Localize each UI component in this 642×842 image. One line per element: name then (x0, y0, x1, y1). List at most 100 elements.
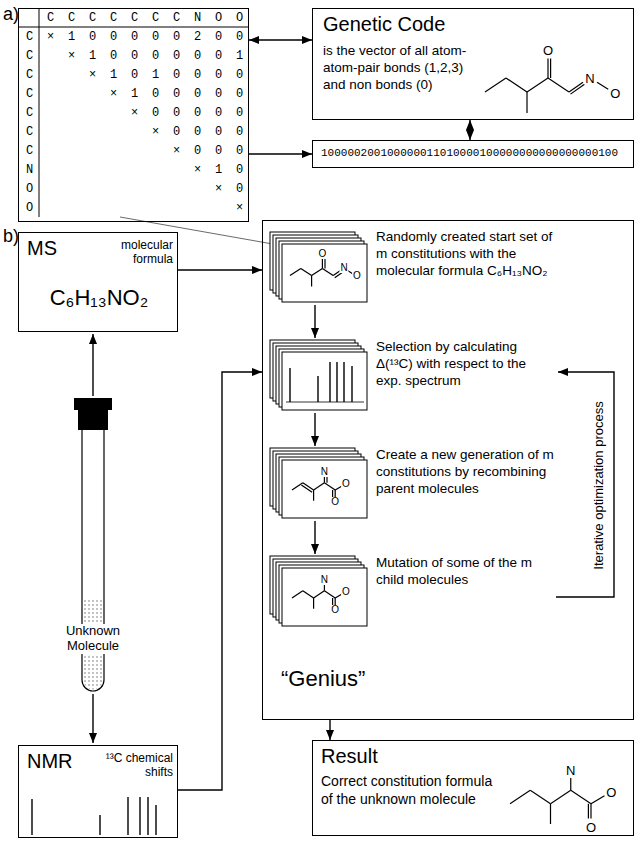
atom-label: N (320, 467, 329, 477)
matrix-cell-text: × (215, 180, 222, 199)
flow-arrow (249, 153, 312, 154)
atom-label: O (352, 271, 362, 281)
spectrum-peak (31, 799, 32, 835)
bond-line (510, 790, 530, 804)
double-bond-line (301, 485, 312, 492)
flow-arrow (469, 120, 470, 140)
matrix-cell-text: × (152, 123, 159, 142)
bond-line (292, 591, 303, 598)
double-bond-line (335, 273, 342, 278)
panel-label: a) (3, 4, 19, 25)
bond-line (324, 584, 325, 590)
constitution-card (282, 568, 367, 626)
box-text: Create a new generation of m constitutio… (376, 447, 554, 498)
bond-line (570, 778, 571, 790)
tube-cap (78, 410, 108, 430)
atom-label: N (584, 72, 595, 85)
flow-arrow (92, 694, 93, 743)
bond-matrix: C C C C C C C N O OC C C C C C C N O O1 … (18, 8, 249, 222)
matrix-cell-text: 1 0 0 0 0 0 2 0 0 (68, 28, 243, 47)
atom-label: O (341, 479, 351, 489)
atom-label: N (339, 263, 348, 273)
box-text: Mutation of some of the m child molecule… (376, 555, 554, 589)
box-text: Correct constitution formula of the unkn… (321, 773, 506, 808)
matrix-cell-text: 0 (236, 180, 243, 199)
bond-line (527, 78, 548, 92)
flow-arrow (178, 269, 262, 270)
flow-arrow (178, 372, 262, 790)
atom-label: O (341, 587, 351, 597)
bond-line (485, 78, 506, 92)
box-heading: MS (27, 237, 57, 260)
bond-line (313, 598, 314, 609)
bond-line (324, 476, 325, 482)
bond-line (551, 790, 571, 804)
bond-line (311, 276, 312, 287)
spectrum-peak (147, 797, 148, 835)
matrix-cell-text: × (173, 142, 180, 161)
matrix-cell-text: × (236, 199, 243, 218)
spectrum-peak (343, 362, 344, 402)
box-heading: NMR (27, 750, 73, 773)
matrix-grid-line (39, 8, 40, 217)
box-heading: Genetic Code (323, 13, 445, 36)
spectrum-peak (289, 368, 290, 402)
bond-line (591, 796, 605, 804)
bond-line (506, 78, 527, 92)
box-text: ¹³C chemical shifts (81, 752, 173, 780)
bond-line (324, 591, 335, 598)
constitution-card (282, 460, 367, 518)
atom-label: O (609, 87, 621, 100)
box-text: C₆H₁₃NO₂ (27, 285, 171, 310)
genius-box: Randomly created start set of m constitu… (262, 220, 634, 720)
spectrum-peak (139, 797, 140, 835)
atom-label: O (585, 820, 597, 833)
spectrum-peak (336, 362, 337, 402)
bond-line (322, 268, 333, 275)
bond-line (597, 82, 608, 89)
box-text: is the vector of all atom-atom-pair bond… (323, 43, 483, 94)
box-heading: Result (321, 745, 378, 768)
matrix-grid-line (18, 27, 249, 28)
flow-arrow (314, 521, 315, 554)
flow-arrow (92, 334, 93, 396)
bond-line (590, 804, 591, 819)
tube-cap (74, 398, 112, 410)
constitution-card (282, 352, 367, 410)
box-text: “Genius” (281, 666, 365, 691)
bond-line (313, 490, 314, 501)
bond-line (312, 268, 323, 275)
box-text: Iterative optimization process (592, 380, 607, 590)
bond-line (322, 258, 323, 268)
panel-label: b) (3, 226, 19, 247)
box-heading: 1000002001000000110100001000000000000000… (321, 147, 618, 160)
bond-line (303, 591, 314, 598)
matrix-cell-text: × (110, 85, 117, 104)
atom-label: O (330, 497, 340, 507)
box-text: Selection by calculating Δ(¹³C) with res… (376, 339, 554, 390)
nmr-box: NMR ¹³C chemical shifts (18, 745, 178, 838)
spectrum-peak (99, 815, 100, 835)
matrix-cell-text: × (194, 161, 201, 180)
bond-line (547, 58, 548, 78)
spectrum-peak (351, 366, 352, 402)
bond-line (548, 78, 569, 92)
matrix-cell-text: 1 0 1 0 0 0 0 (110, 66, 243, 85)
matrix-cell-text: × (131, 104, 138, 123)
double-bond-line (326, 476, 327, 482)
bond-line (290, 268, 301, 275)
atom-label: N (320, 575, 329, 585)
bond-line (301, 268, 312, 275)
matrix-cell-text: × (89, 66, 96, 85)
spectrum-peak (317, 376, 318, 402)
bond-line (292, 483, 303, 490)
ms-box: MSmolecular formulaC₆H₁₃NO₂ (18, 232, 178, 332)
bond-line (526, 92, 527, 113)
atom-label: O (318, 249, 328, 259)
matrix-cell-text: 1 0 0 0 0 0 0 1 (89, 47, 243, 66)
bond-line (550, 804, 551, 824)
double-bond-line (588, 804, 589, 819)
matrix-cell-text: C C C C C C C N O O (26, 28, 34, 218)
spectrum-peak (329, 362, 330, 402)
